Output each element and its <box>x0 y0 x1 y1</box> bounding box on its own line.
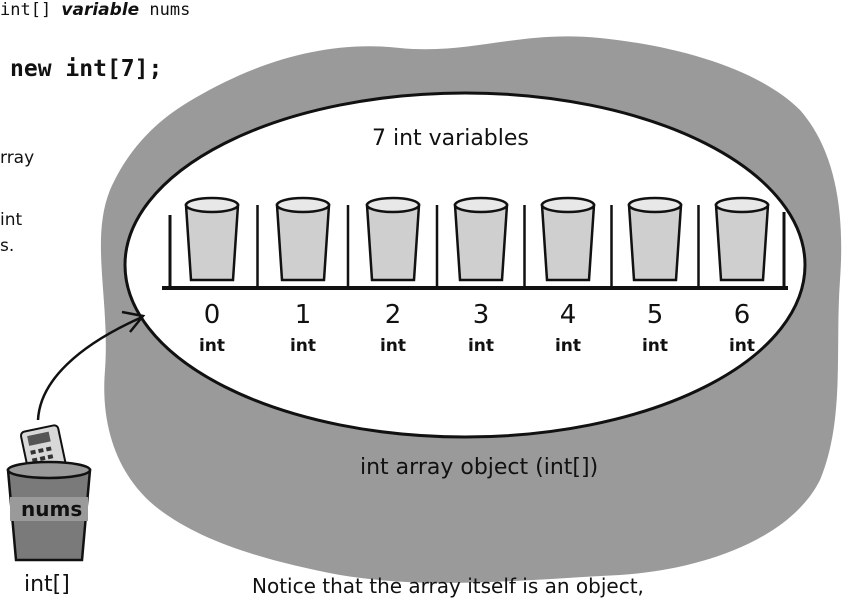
slot-type-4: int <box>548 336 588 356</box>
slot-type-2: int <box>373 336 413 356</box>
reference-variable-label: nums <box>21 497 82 521</box>
slot-type-0: int <box>192 336 232 356</box>
slot-index-3: 3 <box>461 300 501 330</box>
slot-index-1: 1 <box>283 300 323 330</box>
slot-cup-2 <box>367 198 419 280</box>
slot-type-3: int <box>461 336 501 356</box>
reference-type-label: int[] <box>24 572 70 597</box>
slot-cup-6 <box>716 198 768 280</box>
slot-type-1: int <box>283 336 323 356</box>
slot-index-2: 2 <box>373 300 413 330</box>
slot-cup-0 <box>186 198 238 280</box>
ellipse-title: 7 int variables <box>372 126 529 151</box>
footer-note: Notice that the array itself is an objec… <box>252 574 644 598</box>
slot-cup-1 <box>277 198 329 280</box>
slot-type-6: int <box>722 336 762 356</box>
slot-cup-3 <box>455 198 507 280</box>
slot-index-6: 6 <box>722 300 762 330</box>
slot-index-5: 5 <box>635 300 675 330</box>
slot-type-5: int <box>635 336 675 356</box>
slot-index-0: 0 <box>192 300 232 330</box>
slot-index-4: 4 <box>548 300 588 330</box>
slot-cup-4 <box>542 198 594 280</box>
array-object-caption: int array object (int[]) <box>360 455 598 480</box>
slot-cup-5 <box>629 198 681 280</box>
